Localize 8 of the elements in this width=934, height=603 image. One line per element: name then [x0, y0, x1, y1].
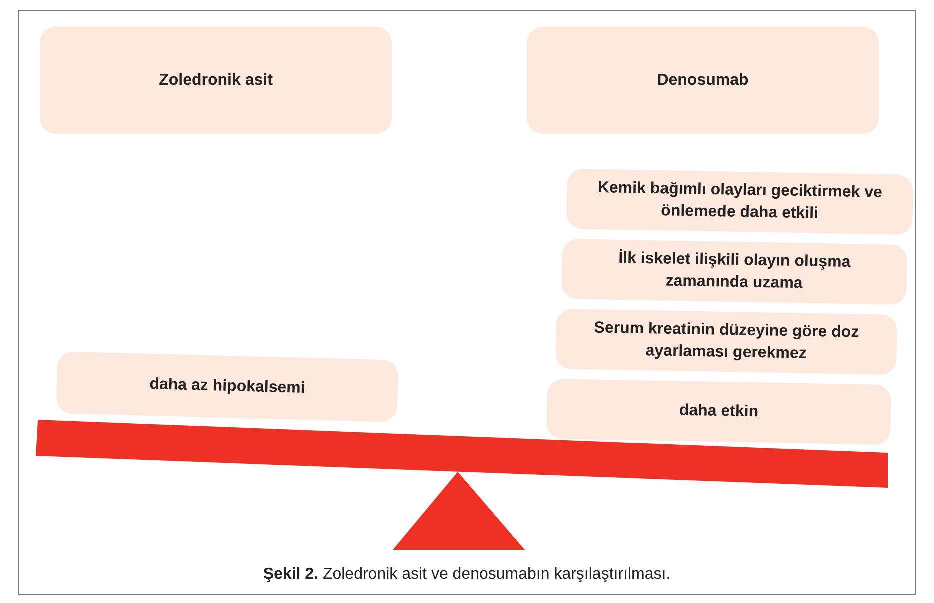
heading-box: Zoledronik asit	[40, 27, 392, 134]
advantage-box: daha az hipokalsemi	[56, 352, 399, 422]
advantage-box: daha etkin	[546, 379, 892, 445]
advantage-box: Serum kreatinin düzeyine göre doz ayarlaması gerekmez	[556, 309, 898, 375]
advantage-box: İlk iskelet ilişkili olayın oluşma zamanında uzama	[562, 239, 908, 305]
figure-caption: Şekil 2. Zoledronik asit ve denosumabın karşılaştırılması.	[262, 566, 672, 584]
advantage-box: Kemik bağımlı olayları geciktirmek ve önlemede daha etkili	[566, 168, 914, 236]
heading-box: Denosumab	[527, 27, 879, 134]
